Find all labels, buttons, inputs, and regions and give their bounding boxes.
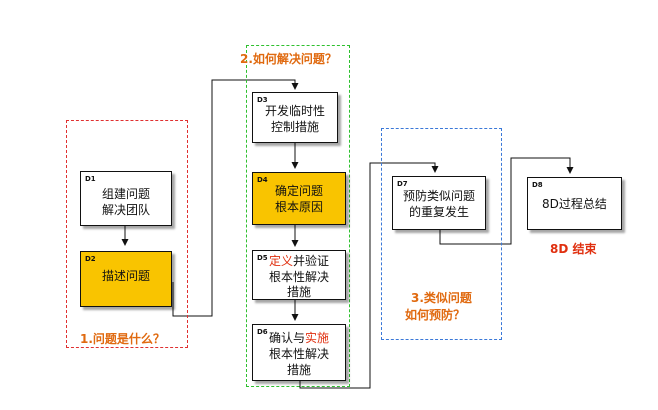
step-d6-implement-highlight: 实施 xyxy=(305,331,330,345)
step-d3-line2: 控制措施 xyxy=(270,120,319,134)
step-d3-line1: 开发临时性 xyxy=(264,104,325,118)
step-d4-box: D4 确定问题 根本原因 xyxy=(252,172,346,225)
step-d3-box: D3 开发临时性 控制措施 xyxy=(252,92,338,143)
step-d5-box: D5 定义并验证 根本性解决 措施 xyxy=(252,250,346,300)
frame-title-what: 1.问题是什么？ xyxy=(80,332,165,346)
step-d1-tag: D1 xyxy=(85,175,96,183)
step-d7-line2: 的重复发生 xyxy=(408,205,469,219)
step-d6-box: D6 确认与实施 根本性解决 措施 xyxy=(252,324,346,381)
connector-d2-d3 xyxy=(172,79,299,317)
step-d2-tag: D2 xyxy=(85,255,96,263)
step-d6-tag: D6 xyxy=(257,328,268,336)
step-d7-tag: D7 xyxy=(397,180,408,188)
frame-how-to-prevent xyxy=(381,128,502,340)
frame-title-prevent-line1: 3.类似问题 xyxy=(411,291,472,305)
step-d7-line1: 预防类似问题 xyxy=(402,189,475,203)
step-d1-box: D1 组建问题 解决团队 xyxy=(80,171,172,226)
step-d5-define-highlight: 定义 xyxy=(268,254,293,268)
step-d1-line1: 组建问题 xyxy=(101,187,150,201)
frame-title-how: 2.如何解决问题？ xyxy=(240,52,337,66)
step-d5-line1-rest: 并验证 xyxy=(293,254,330,268)
step-d5-line3: 措施 xyxy=(286,285,311,299)
frame-what-is-problem xyxy=(66,120,188,348)
step-d1-line2: 解决团队 xyxy=(101,203,150,217)
step-d5-line1: 定义并验证 xyxy=(253,253,345,269)
step-d2-line1: 描述问题 xyxy=(101,269,150,283)
step-d8-tag: D8 xyxy=(532,181,543,189)
step-d6-line3: 措施 xyxy=(286,363,311,377)
step-d5-tag: D5 xyxy=(257,254,268,262)
step-d8-line1: 8D过程总结 xyxy=(542,197,607,211)
step-d4-line2: 根本原因 xyxy=(274,200,323,214)
step-d4-line1: 确定问题 xyxy=(274,184,323,198)
step-d5-line2: 根本性解决 xyxy=(268,270,329,284)
step-d6-line1-pre: 确认与 xyxy=(268,331,305,345)
step-d4-tag: D4 xyxy=(257,176,268,184)
step-d2-box: D2 描述问题 xyxy=(80,251,172,307)
step-d3-tag: D3 xyxy=(257,96,268,104)
end-label: 8D 结束 xyxy=(550,242,597,256)
step-d8-box: D8 8D过程总结 xyxy=(527,177,622,230)
step-d6-line2: 根本性解决 xyxy=(268,347,329,361)
step-d6-line1: 确认与实施 xyxy=(253,330,345,346)
step-d7-box: D7 预防类似问题 的重复发生 xyxy=(392,176,486,230)
frame-how-to-solve xyxy=(246,45,350,387)
connector-d7-d8 xyxy=(439,157,574,245)
frame-title-prevent-line2: 如何预防？ xyxy=(405,308,466,322)
